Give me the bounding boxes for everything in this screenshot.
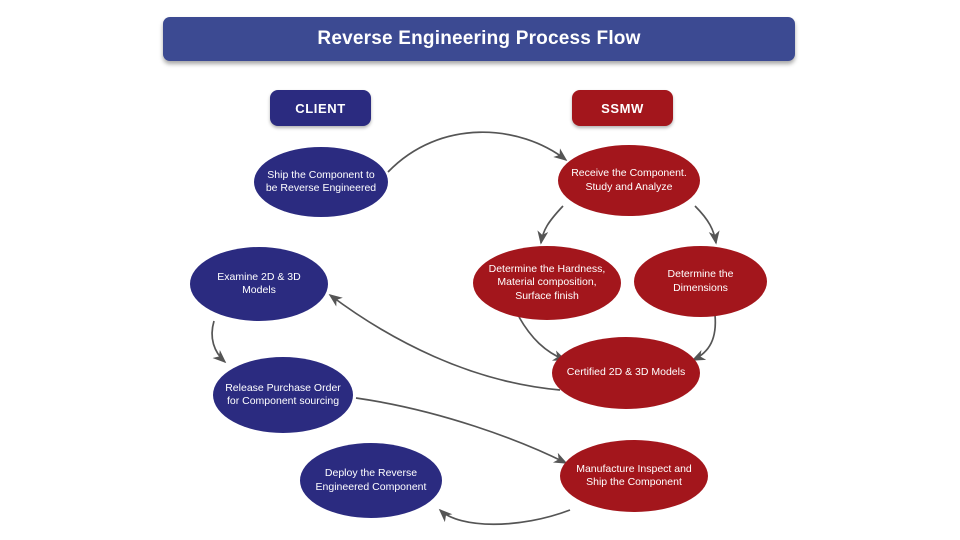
page-title: Reverse Engineering Process Flow xyxy=(317,28,641,49)
title-banner: Reverse Engineering Process Flow xyxy=(163,17,795,61)
node-examine-models[interactable]: Examine 2D & 3D Models xyxy=(190,247,328,321)
node-release-purchase-order-label: Release Purchase Order for Component sou… xyxy=(225,381,341,407)
node-deploy-component[interactable]: Deploy the Reverse Engineered Component xyxy=(300,443,442,518)
node-determine-hardness-label: Determine the Hardness, Material composi… xyxy=(488,263,606,302)
lane-header-ssmw-label: SSMW xyxy=(601,100,644,116)
node-receive-component[interactable]: Receive the Component. Study and Analyze xyxy=(558,145,700,216)
node-receive-component-label: Receive the Component. Study and Analyze xyxy=(571,167,687,193)
lane-header-client-label: CLIENT xyxy=(295,100,346,116)
node-certified-models[interactable]: Certified 2D & 3D Models xyxy=(552,337,700,409)
node-ship-component[interactable]: Ship the Component to be Reverse Enginee… xyxy=(254,147,388,217)
connector-dimensions-to-certified xyxy=(691,314,717,361)
node-manufacture-ship[interactable]: Manufacture Inspect and Ship the Compone… xyxy=(560,440,708,512)
connector-receive-to-hardness xyxy=(537,205,564,245)
lane-header-client: CLIENT xyxy=(270,90,371,126)
node-release-purchase-order[interactable]: Release Purchase Order for Component sou… xyxy=(213,357,353,433)
connector-ship-to-receive xyxy=(387,131,568,173)
node-ship-component-label: Ship the Component to be Reverse Enginee… xyxy=(265,168,377,194)
node-determine-dimensions[interactable]: Determine the Dimensions xyxy=(634,246,767,317)
connector-hardness-to-certified xyxy=(518,316,567,361)
connector-examine-to-release xyxy=(211,320,227,364)
node-determine-dimensions-label: Determine the Dimensions xyxy=(667,268,734,294)
node-examine-models-label: Examine 2D & 3D Models xyxy=(217,270,301,296)
node-manufacture-ship-label: Manufacture Inspect and Ship the Compone… xyxy=(576,462,692,488)
node-deploy-component-label: Deploy the Reverse Engineered Component xyxy=(315,467,427,493)
node-determine-hardness[interactable]: Determine the Hardness, Material composi… xyxy=(473,246,621,320)
connector-receive-to-dimensions xyxy=(694,205,720,245)
lane-header-ssmw: SSMW xyxy=(572,90,673,126)
connector-manufacture-to-deploy xyxy=(438,508,571,526)
node-certified-models-label: Certified 2D & 3D Models xyxy=(566,366,686,379)
